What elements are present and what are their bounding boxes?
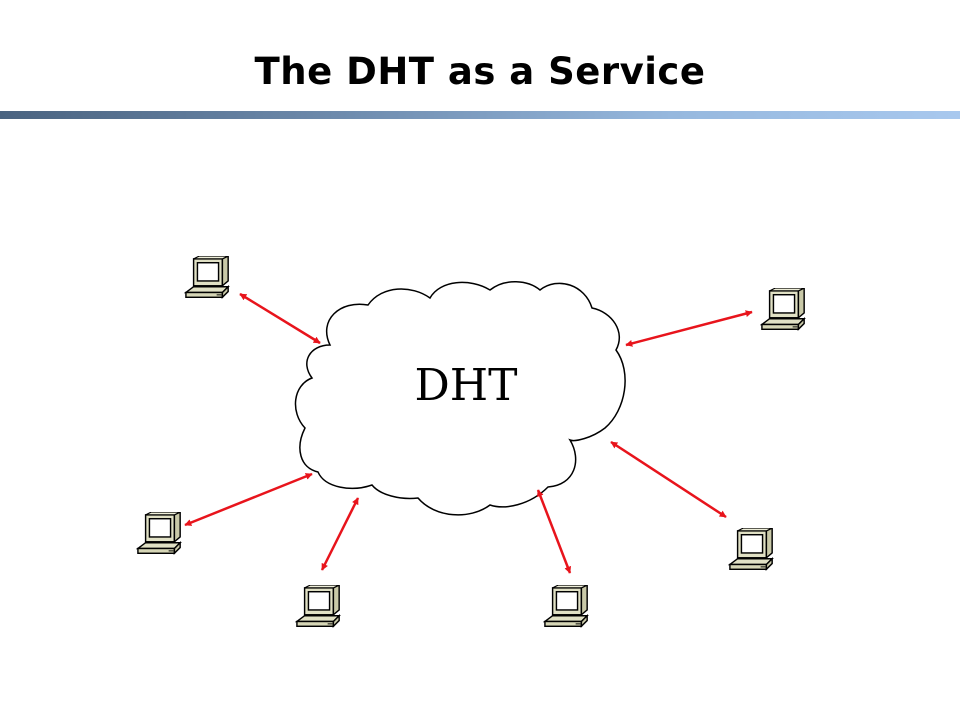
link-bottom-center [536, 489, 572, 574]
link-right [610, 440, 727, 519]
link-bottom-left [320, 497, 360, 571]
dht-cloud [294, 281, 626, 516]
computer-icon [761, 288, 805, 330]
computer-icon [137, 512, 181, 555]
computer-icon [544, 585, 588, 628]
title-underline-bar [0, 111, 960, 119]
link-middle-left [184, 472, 313, 527]
computer-icon [729, 528, 773, 571]
link-top-left [239, 292, 321, 345]
computer-icon [296, 585, 340, 628]
link-top-right [625, 310, 753, 347]
computer-icon [185, 256, 229, 298]
dht-cloud-label: DHT [415, 360, 518, 411]
slide-title: The DHT as a Service [254, 50, 706, 93]
